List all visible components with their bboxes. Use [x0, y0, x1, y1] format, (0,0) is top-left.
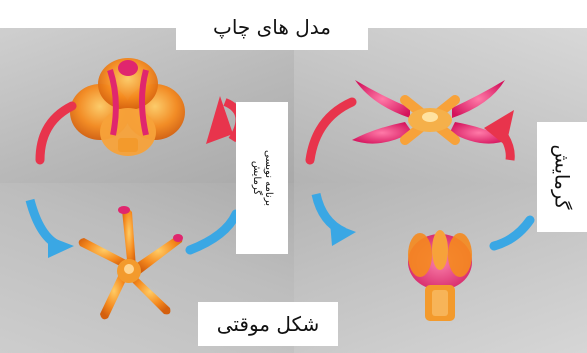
temporary-star-shape	[79, 206, 183, 319]
label-programming-heating: برنامه نویسی گرمایش	[236, 102, 288, 254]
label-heating-small-text: گرمایش	[250, 150, 262, 206]
heated-open-flower	[352, 80, 508, 144]
right-red-arc-arrow	[310, 102, 352, 160]
label-printed-models: مدل های چاپ	[176, 4, 368, 50]
left-blue-arc-arrow	[30, 200, 74, 258]
left-blue-return-arrow	[190, 214, 236, 250]
right-blue-arc-arrow	[316, 194, 356, 246]
label-temporary-shape-text: شکل موقتی	[217, 312, 320, 336]
left-red-arc-arrow	[40, 106, 72, 160]
label-programming-text: برنامه نویسی	[262, 150, 274, 206]
recovered-closed-flower	[408, 230, 472, 321]
right-blue-return-arrow	[494, 220, 530, 246]
label-programming-heating-text: برنامه نویسی گرمایش	[250, 150, 274, 206]
printed-closed-flower	[70, 58, 185, 156]
label-heating: گرمایش	[537, 122, 587, 232]
label-heating-text: گرمایش	[551, 144, 573, 209]
left-red-cycle-arrow	[206, 96, 240, 144]
label-printed-models-text: مدل های چاپ	[213, 15, 331, 39]
label-temporary-shape: شکل موقتی	[198, 302, 338, 346]
